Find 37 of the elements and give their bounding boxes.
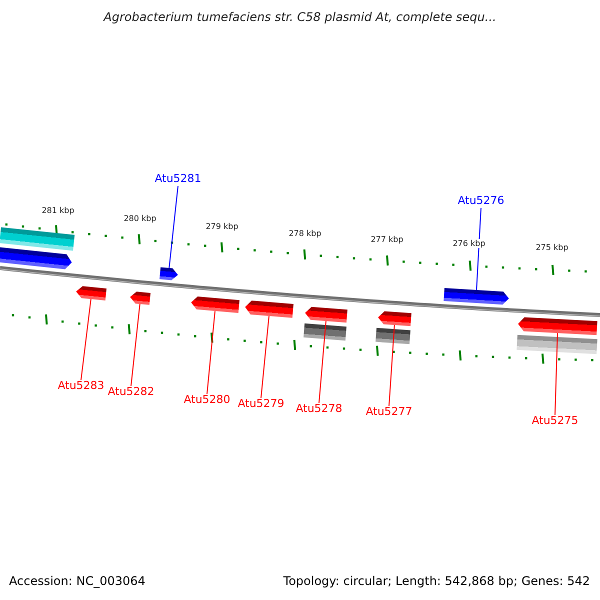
leader-line [318,320,326,404]
scale-label: 277 kbp [370,235,404,244]
leader-line [80,298,92,380]
scale-label: 276 kbp [452,239,486,248]
leader-line [476,208,482,290]
scale-label: 275 kbp [534,243,570,252]
gene-label: Atu5276 [458,194,504,207]
leader-line [130,302,140,386]
gene-block [304,306,348,323]
gene-block [518,316,598,336]
gene-label: Atu5279 [238,397,284,410]
gene-label: Atu5281 [154,172,202,185]
gene-label: Atu5277 [366,405,412,418]
leader-line [206,310,216,394]
scale-label: 281 kbp [40,206,76,215]
leader-line [260,315,270,398]
gene-block [190,296,240,314]
leader-line [554,332,558,416]
gene-block [129,291,151,305]
gene-label: Atu5283 [58,379,104,392]
gene-label: Atu5275 [532,414,578,427]
leader-line [388,324,395,406]
accession-text: Accession: NC_003064 [9,574,146,588]
scale-label: 279 kbp [204,222,240,231]
gene-block [160,267,178,281]
gene-label: Atu5282 [108,385,154,398]
gene-label: Atu5278 [296,402,342,415]
scale-label: 280 kbp [122,214,158,223]
gene-block [244,300,294,318]
diagram-title: Agrobacterium tumefaciens str. C58 plasmid At, complete sequ... [104,10,496,24]
sequence-info-text: Topology: circular; Length: 542,868 bp; Genes: 542 [283,574,590,588]
gene-block [378,310,412,326]
scale-label: 278 kbp [288,229,322,238]
gene-block [444,288,510,305]
leader-line [168,186,178,270]
gene-label: Atu5280 [184,393,230,406]
gene-block [75,286,107,300]
